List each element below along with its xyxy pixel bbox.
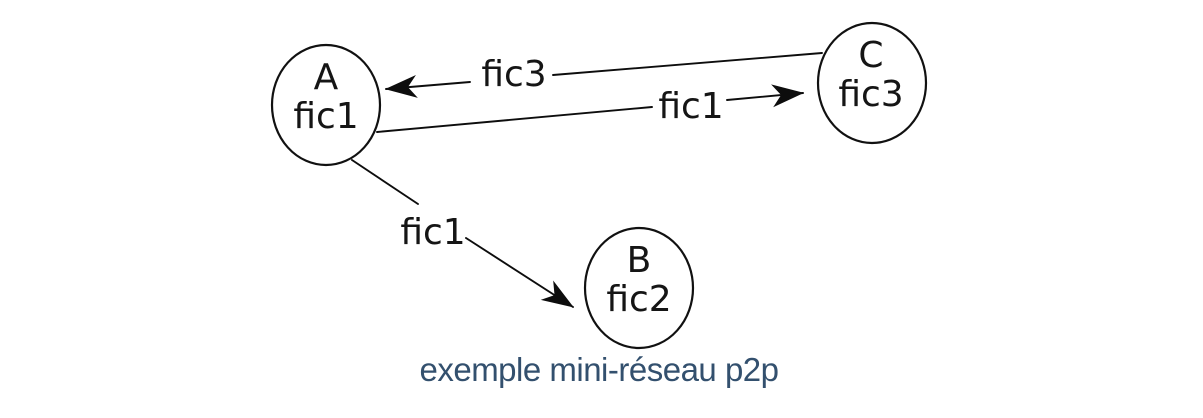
- node-b-file: fic2: [606, 279, 671, 320]
- caption: exemple mini-réseau p2p: [419, 351, 778, 388]
- node-b: B fic2: [583, 226, 695, 350]
- node-a-file: fic1: [293, 96, 358, 137]
- edge-a-to-b-line-start: [351, 159, 419, 205]
- edge-c-to-a-label: fic3: [481, 54, 546, 95]
- node-b-name: B: [627, 240, 652, 281]
- node-c: C fic3: [816, 21, 928, 145]
- edge-a-to-c: fic1: [376, 84, 804, 133]
- node-c-name: C: [858, 35, 883, 76]
- edge-a-to-b-line-arrow: [465, 237, 574, 308]
- node-b-circle: [583, 226, 695, 350]
- edge-a-to-c-label: fic1: [658, 86, 723, 127]
- edge-a-to-c-line-arrow: [726, 84, 804, 108]
- edge-a-to-c-line-start: [376, 106, 653, 133]
- edge-a-to-b: fic1: [351, 159, 574, 308]
- edge-c-to-a: fic3: [385, 52, 823, 98]
- node-a: A fic1: [270, 43, 382, 167]
- node-c-file: fic3: [838, 74, 903, 115]
- edge-c-to-a-line-arrow: [385, 74, 471, 98]
- node-a-name: A: [314, 57, 339, 98]
- edge-c-to-a-line-start: [552, 52, 823, 76]
- edge-a-to-b-label: fic1: [400, 212, 465, 253]
- node-a-circle: [270, 43, 382, 167]
- node-c-circle: [816, 21, 928, 145]
